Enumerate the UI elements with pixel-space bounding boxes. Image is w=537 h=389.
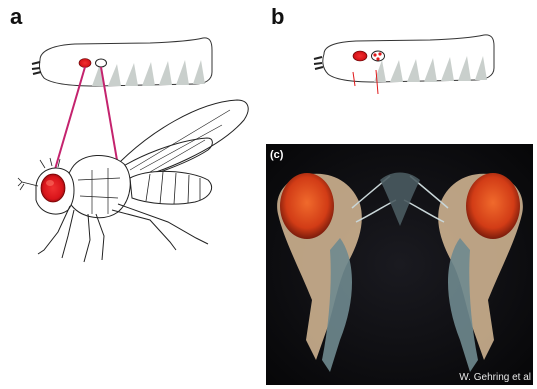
larva-b [314, 35, 494, 94]
photo-credit: W. Gehring et al [459, 372, 531, 383]
leg-disc [96, 59, 107, 67]
upper-wing [112, 100, 248, 182]
antenna [18, 178, 38, 190]
abdomen [130, 171, 212, 204]
photo-panel-label: (c) [270, 149, 283, 161]
eye-disc-b [353, 51, 367, 61]
thorax [66, 155, 130, 217]
adult-eye [41, 174, 65, 202]
hind-leg [112, 210, 176, 250]
micrograph-photo [266, 144, 533, 385]
larva-a [32, 38, 212, 86]
larva-b-mouthhooks [314, 57, 323, 69]
eye-disc [79, 59, 91, 68]
middle-leg [84, 214, 90, 262]
